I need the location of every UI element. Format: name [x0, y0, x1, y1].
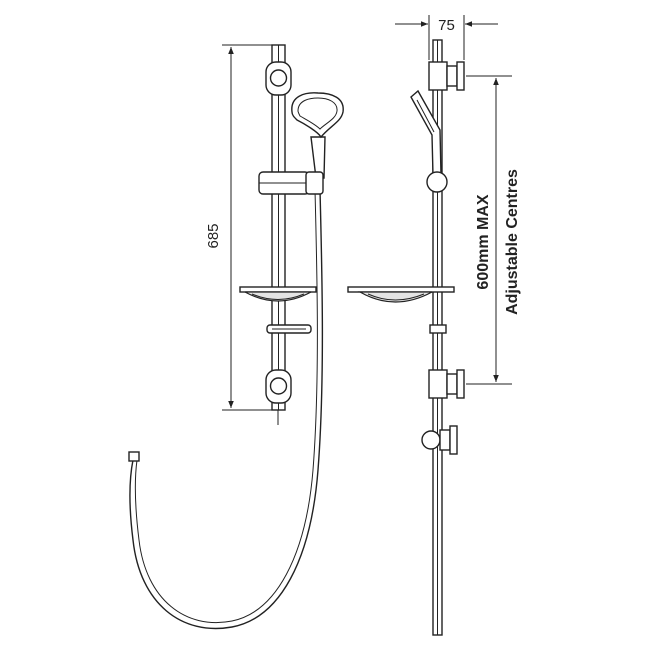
front-view: 685 — [128, 44, 344, 630]
bottom-wall-bracket — [265, 369, 292, 404]
top-wall-bracket — [265, 61, 292, 96]
soap-dish-side — [347, 286, 455, 303]
mount-width-label: 75 — [438, 17, 455, 34]
slider-knob-side — [426, 171, 448, 193]
centres-dimension: 600mm MAX Adjustable Centres — [466, 75, 521, 385]
centres-label-line1: 600mm MAX — [475, 194, 492, 289]
side-view: 75 600mm MAX Adjustable Centres — [347, 15, 521, 636]
rail-height-label: 685 — [205, 223, 222, 248]
bottom-bracket-side — [428, 369, 465, 399]
handset — [291, 92, 344, 179]
wall-outlet-elbow — [421, 425, 458, 455]
handset-slider — [258, 171, 324, 195]
soap-dish-front — [239, 286, 317, 302]
mount-width-dimension: 75 — [395, 15, 498, 60]
top-bracket-side — [428, 61, 465, 91]
rail-height-dimension: 685 — [205, 44, 272, 411]
hose-retainer — [266, 324, 312, 334]
shower-hose — [129, 189, 324, 630]
hose-retainer-side — [429, 324, 447, 334]
centres-label-line2: Adjustable Centres — [504, 169, 521, 315]
hose-end-fitting — [128, 451, 140, 462]
